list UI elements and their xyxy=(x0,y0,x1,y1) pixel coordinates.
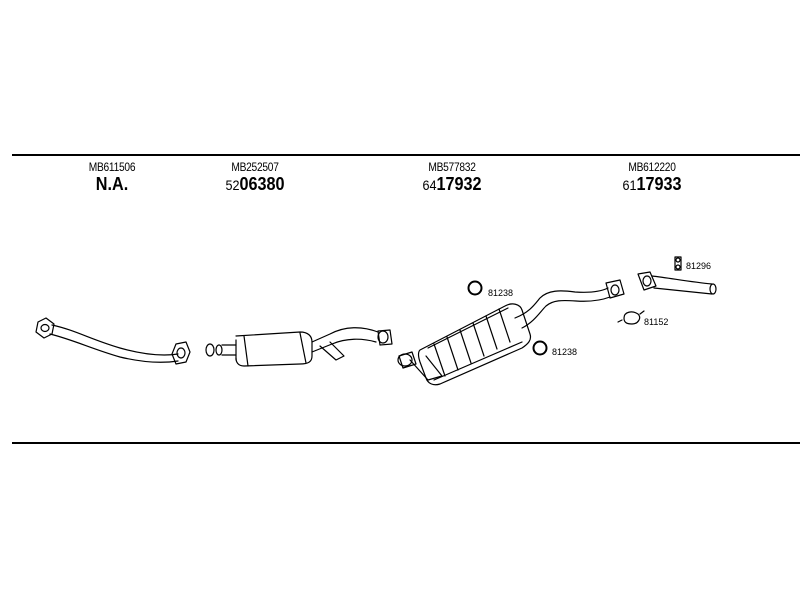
oem-number: MB612220 xyxy=(628,160,676,174)
part-number-main: 17932 xyxy=(436,174,482,194)
part-column-middle-silencer: MB252507 5206380 xyxy=(165,160,345,196)
tail-pipe-drawing xyxy=(637,271,717,295)
clamp-drawing xyxy=(617,310,645,325)
top-divider xyxy=(12,154,800,156)
part-column-rear-silencer: MB577832 6417932 xyxy=(362,160,542,196)
oem-number: MB611506 xyxy=(88,160,136,174)
rear-silencer-drawing xyxy=(397,279,625,386)
callout-hanger: 81296 xyxy=(686,261,711,271)
part-number-prefix: 61 xyxy=(622,177,637,193)
part-number-main: 06380 xyxy=(239,174,285,194)
callout-ring-lower: 81238 xyxy=(552,347,577,357)
part-number-main: 17933 xyxy=(636,174,682,194)
part-number-main: N.A. xyxy=(95,174,129,194)
bottom-divider xyxy=(12,442,800,444)
oem-number: MB252507 xyxy=(231,160,279,174)
callout-clamp: 81152 xyxy=(644,317,668,327)
part-column-front-pipe: MB611506 N.A. xyxy=(22,160,202,196)
part-number: N.A. xyxy=(31,174,193,196)
part-number-prefix: 52 xyxy=(225,177,240,193)
oem-number: MB577832 xyxy=(428,160,476,174)
part-number-prefix: 64 xyxy=(422,177,437,193)
part-number: 5206380 xyxy=(174,174,336,196)
ring-upper-drawing xyxy=(467,280,483,296)
hanger-drawing xyxy=(674,256,682,271)
callout-ring-upper: 81238 xyxy=(488,288,513,298)
part-column-tail-pipe: MB612220 6117933 xyxy=(562,160,742,196)
ring-lower-drawing xyxy=(532,340,548,356)
front-pipe-drawing xyxy=(35,317,191,365)
part-number: 6417932 xyxy=(371,174,533,196)
part-number: 6117933 xyxy=(571,174,733,196)
middle-silencer-drawing xyxy=(205,327,393,367)
